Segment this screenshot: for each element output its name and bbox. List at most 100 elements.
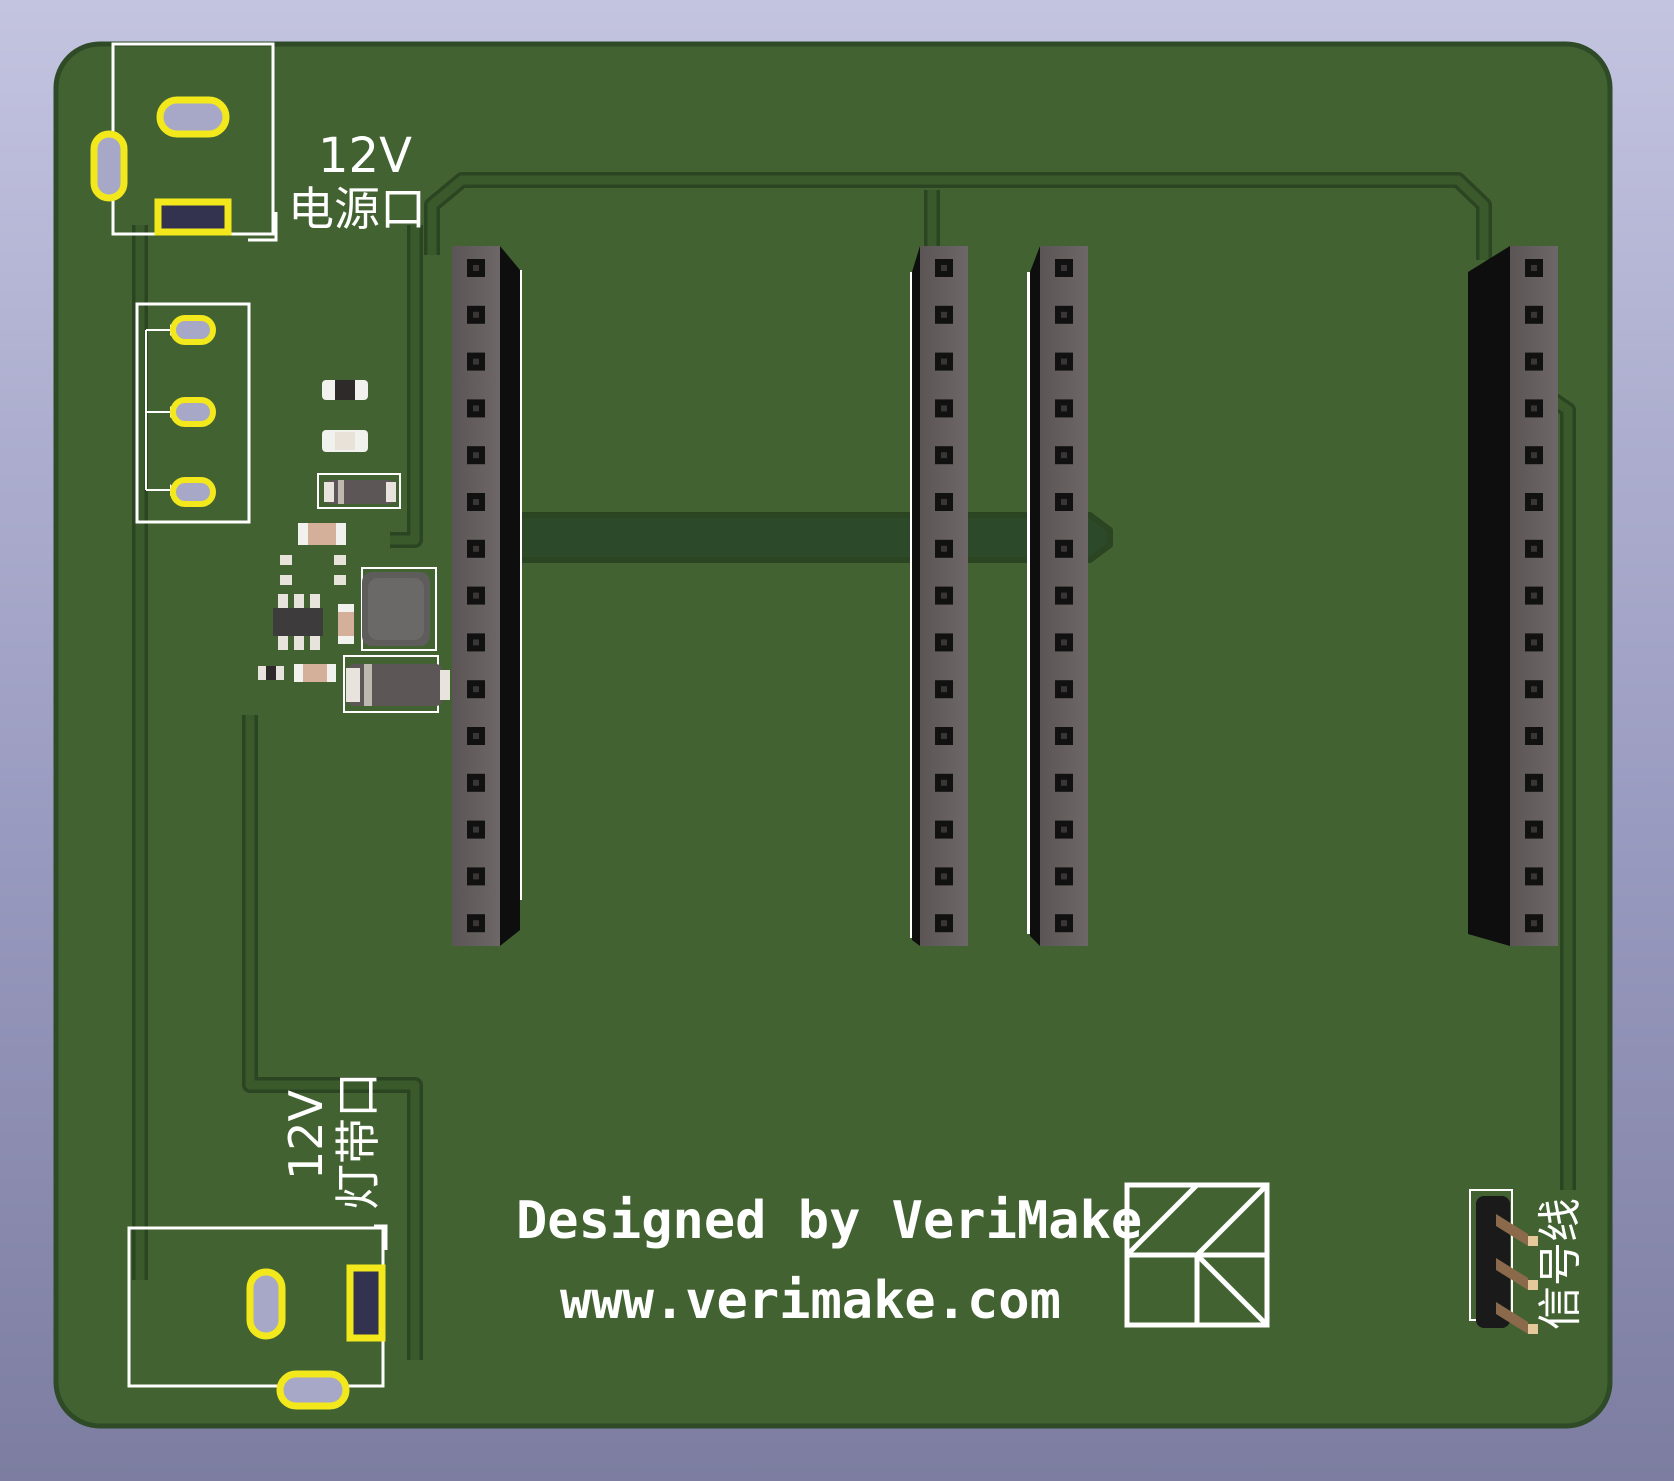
header-pin-contact bbox=[1061, 452, 1067, 459]
header-pin-contact bbox=[1061, 733, 1067, 739]
regulator-ic bbox=[273, 594, 323, 650]
header-pin-contact bbox=[473, 358, 479, 365]
header-pin-contact bbox=[1061, 311, 1067, 318]
small-passives bbox=[280, 555, 346, 585]
pin-header-1 bbox=[452, 246, 522, 946]
header-pin-contact bbox=[473, 779, 479, 786]
switch-pad-1 bbox=[170, 315, 216, 345]
jack-pad-square bbox=[154, 198, 232, 236]
header-pin-contact bbox=[473, 639, 479, 646]
header-pin-contact bbox=[473, 265, 479, 271]
jack-pad-left bbox=[90, 130, 128, 202]
header-pin-contact bbox=[473, 733, 479, 739]
header-pin-contact bbox=[1061, 873, 1067, 880]
strip-pad-round bbox=[246, 1268, 286, 1340]
switch-pad-2 bbox=[170, 397, 216, 427]
header-pin-contact bbox=[1061, 592, 1067, 599]
header-pin-contact bbox=[941, 733, 947, 739]
header-pin-contact bbox=[1531, 265, 1537, 271]
header-pin-contact bbox=[1061, 545, 1067, 552]
power-jack bbox=[90, 42, 278, 242]
header-pin-contact bbox=[1531, 733, 1537, 739]
header-pin-contact bbox=[473, 873, 479, 880]
header-pin-contact bbox=[941, 358, 947, 365]
header-pin-contact bbox=[473, 686, 479, 693]
header-pin-contact bbox=[1531, 499, 1537, 505]
header-pin-contact bbox=[1531, 779, 1537, 786]
signal-pin-1 bbox=[1496, 1214, 1538, 1246]
header-pin-contact bbox=[473, 499, 479, 505]
inductor-l1 bbox=[361, 567, 437, 651]
header-pin-contact bbox=[941, 639, 947, 646]
pin-header-3 bbox=[1027, 246, 1088, 946]
jack-pad-top bbox=[156, 96, 230, 138]
header-pin-contact bbox=[1531, 358, 1537, 365]
header-pin-contact bbox=[941, 545, 947, 552]
switch-pad-3 bbox=[170, 477, 216, 507]
header-pin-contact bbox=[941, 686, 947, 693]
header-pin-contact bbox=[941, 452, 947, 459]
capacitor-c1 bbox=[322, 430, 368, 452]
buck-converter-components bbox=[258, 380, 450, 713]
header-pin-contact bbox=[1061, 639, 1067, 646]
header-pin-contact bbox=[1061, 358, 1067, 365]
led-strip-jack bbox=[127, 1224, 388, 1410]
switch-connector bbox=[135, 302, 251, 524]
header-pin-contact bbox=[941, 311, 947, 318]
header-pin-contact bbox=[941, 592, 947, 599]
verimake-logo-icon bbox=[1124, 1182, 1270, 1328]
pcb-board bbox=[53, 41, 1613, 1429]
strip-pad-bottom bbox=[276, 1370, 350, 1410]
header-pin-contact bbox=[1531, 592, 1537, 599]
header-pin-contact bbox=[473, 592, 479, 599]
header-pin-contact bbox=[1531, 452, 1537, 459]
signal-pin-2 bbox=[1496, 1258, 1538, 1290]
resistor-r3 bbox=[258, 664, 336, 682]
strip-pad-square bbox=[346, 1264, 386, 1342]
header-pin-contact bbox=[1531, 405, 1537, 412]
header-pin-contact bbox=[941, 499, 947, 505]
power-voltage-label: 12V bbox=[318, 128, 412, 184]
header-pin-contact bbox=[941, 779, 947, 786]
header-pin-contact bbox=[1061, 405, 1067, 412]
header-pin-contact bbox=[1061, 779, 1067, 786]
header-pin-contact bbox=[1531, 686, 1537, 693]
header-pin-contact bbox=[1531, 873, 1537, 880]
strip-port-label: 灯带口 bbox=[331, 1072, 385, 1210]
signal-pin-3 bbox=[1496, 1302, 1538, 1334]
pin-header-4 bbox=[1468, 246, 1558, 946]
diode-d1 bbox=[317, 473, 401, 509]
resistor-r2 bbox=[338, 604, 354, 644]
header-pin-contact bbox=[1531, 311, 1537, 318]
header-pin-contact bbox=[1531, 639, 1537, 646]
power-port-label: 电源口 bbox=[288, 182, 426, 236]
header-pin-contact bbox=[941, 265, 947, 271]
header-pin-contact bbox=[941, 920, 947, 927]
header-pin-contact bbox=[1061, 265, 1067, 271]
website-line: www.verimake.com bbox=[560, 1271, 1061, 1331]
header-pin-contact bbox=[473, 311, 479, 318]
header-pin-contact bbox=[1061, 920, 1067, 927]
header-pin-contact bbox=[1531, 545, 1537, 552]
pin-header-2 bbox=[910, 246, 968, 946]
header-pin-contact bbox=[473, 405, 479, 412]
header-pin-contact bbox=[473, 826, 479, 833]
credit-line: Designed by VeriMake bbox=[516, 1191, 1142, 1251]
header-pin-contact bbox=[1061, 686, 1067, 693]
header-pin-contact bbox=[941, 405, 947, 412]
header-pin-contact bbox=[1061, 826, 1067, 833]
header-pin-contact bbox=[1061, 499, 1067, 505]
resistor-r1 bbox=[322, 380, 368, 400]
header-pin-contact bbox=[473, 545, 479, 552]
strip-voltage-label: 12V bbox=[279, 1089, 333, 1180]
capacitor-c2 bbox=[298, 523, 346, 545]
header-pin-contact bbox=[1531, 920, 1537, 927]
header-pin-contact bbox=[473, 452, 479, 459]
header-pin-contact bbox=[941, 826, 947, 833]
header-pin-contact bbox=[473, 920, 479, 927]
signal-header bbox=[1469, 1189, 1538, 1334]
schottky-diode-d2 bbox=[343, 655, 450, 713]
signal-wire-label: 信号线 bbox=[1535, 1198, 1586, 1330]
header-pin-contact bbox=[941, 873, 947, 880]
